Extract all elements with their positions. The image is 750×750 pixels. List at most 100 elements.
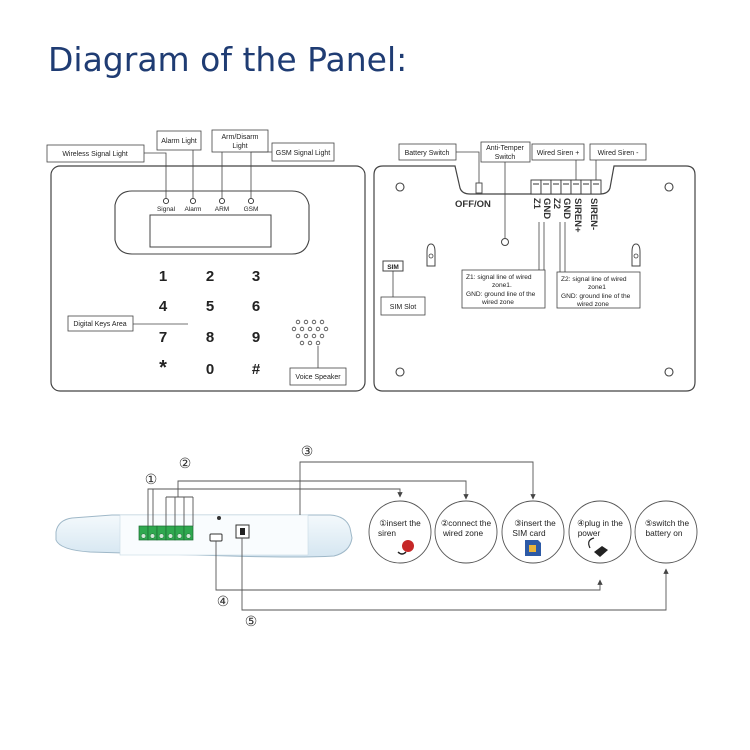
installation-diagram: ① ② ③ ④ ⑤ ①insert the siren ②connect the… [55, 443, 698, 629]
z2-note-callout [556, 271, 641, 309]
wireless-signal-light-label: Wireless Signal Light [62, 151, 127, 158]
z1-note-text: zone1. [492, 282, 512, 289]
sim-card-icon [525, 540, 541, 556]
sim-slot-label: SIM Slot [390, 304, 417, 311]
step-1-label: ①insert the [379, 518, 421, 528]
gsm-signal-light-label: GSM Signal Light [276, 150, 331, 157]
digital-keypad: 1 2 3 4 5 6 7 8 9 * 0 # [159, 268, 261, 379]
mounting-hole-icon [664, 182, 674, 192]
step-5-label: ⑤switch the [645, 518, 690, 528]
arm-disarm-light-label: Arm/Disarm [222, 134, 259, 141]
z1-note-callout [461, 269, 546, 309]
switch-off-on-label: OFF/ON [455, 199, 491, 210]
step-5-label: battery on [646, 528, 683, 538]
wired-siren-plus-label: Wired Siren + [537, 150, 580, 157]
step-3-label: ③insert the [514, 518, 556, 528]
step-3-label: SIM card [512, 528, 546, 538]
page-title: Diagram of the Panel: [48, 40, 408, 79]
anti-temper-switch-label: Anti-Temper [486, 145, 524, 152]
terminal-block [530, 179, 602, 195]
connection-lines [147, 461, 669, 611]
step-marker-3: ③ [301, 443, 314, 459]
terminal-label-gnd: GND [561, 198, 572, 219]
green-terminal-block [138, 525, 194, 541]
step-2-label: ②connect the [441, 518, 492, 528]
front-callouts [46, 129, 347, 386]
alarm-light-label: Alarm Light [161, 138, 196, 145]
speaker-grille-icon [291, 319, 329, 346]
key-5[interactable]: 5 [206, 298, 214, 315]
lcd-screen [149, 214, 272, 248]
power-plug-icon [588, 537, 608, 557]
voice-speaker-label: Voice Speaker [295, 374, 341, 381]
mounting-hole-icon [395, 182, 405, 192]
z2-note-text: wired zone [576, 301, 609, 308]
anti-temper-switch-label: Switch [495, 154, 516, 161]
wired-siren-plus-callout [531, 143, 585, 161]
key-2[interactable]: 2 [206, 268, 214, 285]
terminal-label-siren-plus: SIREN+ [572, 198, 583, 233]
step-4-label: power [578, 528, 601, 538]
key-9[interactable]: 9 [252, 329, 260, 346]
step-4-circle[interactable] [568, 500, 632, 564]
terminal-label-siren-minus: SIREN- [588, 198, 599, 230]
step-circles [368, 500, 698, 564]
digital-keys-area-label: Digital Keys Area [73, 321, 126, 328]
battery-switch-icon[interactable] [475, 182, 483, 194]
key-star[interactable]: * [159, 357, 167, 379]
indicator-label: ARM [215, 206, 229, 213]
mounting-hole-icon [664, 367, 674, 377]
key-7[interactable]: 7 [159, 329, 167, 346]
anti-temper-switch-callout [480, 141, 531, 163]
indicator-label: Alarm [185, 206, 202, 213]
key-4[interactable]: 4 [159, 298, 168, 315]
arm-led-icon [218, 197, 226, 205]
sim-slot-callout [380, 296, 426, 316]
indicator-label: Signal [157, 206, 176, 213]
key-6[interactable]: 6 [252, 298, 260, 315]
terminal-label-gnd: GND [541, 198, 552, 219]
key-hash[interactable]: # [252, 361, 261, 378]
z2-note-text: zone1 [588, 284, 606, 291]
back-panel: OFF/ON Z1 GND Z2 GND SIREN+ SIREN- SIM [373, 141, 696, 392]
step-marker-5: ⑤ [245, 613, 258, 629]
alarm-light-callout [156, 130, 202, 151]
gsm-led-icon [247, 197, 255, 205]
z2-note-text: Z2: signal line of wired [561, 276, 627, 283]
step-2-circle[interactable] [434, 500, 498, 564]
key-8[interactable]: 8 [206, 329, 214, 346]
step-4-label: ④plug in the [577, 518, 623, 528]
signal-led-icon [162, 197, 170, 205]
step-marker-2: ② [179, 455, 192, 471]
step-5-circle[interactable] [634, 500, 698, 564]
terminal-label-z2: Z2 [551, 198, 562, 209]
step-1-circle[interactable] [368, 500, 432, 564]
screw-icon [217, 516, 221, 520]
key-3[interactable]: 3 [252, 268, 260, 285]
mounting-hole-icon [395, 367, 405, 377]
step-2-label: wired zone [442, 528, 484, 538]
battery-switch-label: Battery Switch [405, 150, 450, 157]
alarm-led-icon [189, 197, 197, 205]
key-0[interactable]: 0 [206, 361, 214, 378]
siren-icon [397, 540, 414, 555]
arm-disarm-light-label: Light [232, 143, 247, 150]
arm-disarm-light-callout [211, 129, 269, 153]
power-port-icon[interactable] [209, 533, 223, 542]
z1-note-text: GND: ground line of the [466, 291, 536, 298]
key-1[interactable]: 1 [159, 268, 167, 285]
z1-note-text: Z1: signal line of wired [466, 274, 532, 281]
anti-tamper-switch-icon[interactable] [501, 238, 509, 246]
step-3-circle[interactable] [501, 500, 565, 564]
digital-keys-area-callout [67, 315, 134, 332]
indicator-label: GSM [244, 206, 259, 213]
wired-siren-minus-callout [589, 143, 647, 161]
front-panel: Signal Alarm ARM GSM 1 2 3 4 5 6 7 8 9 *… [46, 129, 366, 392]
z1-note-text: wired zone [481, 299, 514, 306]
terminal-label-z1: Z1 [531, 198, 542, 210]
wireless-signal-light-callout [46, 144, 145, 163]
sim-tag-label: SIM [387, 264, 399, 271]
step-marker-1: ① [145, 471, 158, 487]
back-callouts [380, 141, 647, 316]
